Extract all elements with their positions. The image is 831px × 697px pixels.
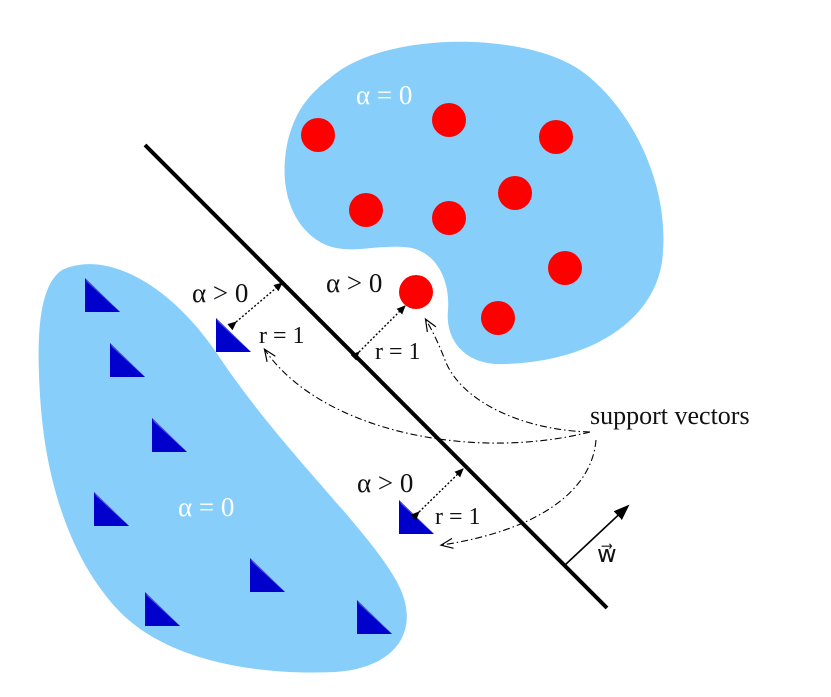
red-circle-icon — [498, 176, 532, 210]
support-vectors-label: support vectors — [590, 401, 750, 430]
blue-triangle-icon — [110, 343, 145, 377]
support-vector-triangle-icon — [216, 318, 251, 352]
blue-triangle-icon — [145, 592, 180, 626]
decision-boundary-line — [143, 143, 609, 610]
red-circle-icon — [432, 103, 466, 137]
red-circle-icon — [481, 301, 515, 335]
red-circle-icon — [539, 120, 573, 154]
red-circle-icon — [301, 118, 335, 152]
alpha-zero-bottom-label: α = 0 — [178, 492, 234, 522]
support-vector-circle-icon — [399, 275, 433, 309]
pointer-to-mid-circle — [426, 320, 591, 433]
blue-triangle-icon — [250, 558, 285, 592]
red-circle-icon — [548, 251, 582, 285]
support-vector-triangle-icon — [399, 500, 434, 534]
triangle-group — [85, 278, 434, 634]
pointer-to-bottom-triangle — [442, 439, 597, 545]
red-circle-icon — [432, 201, 466, 235]
circle-group — [301, 103, 582, 335]
margin-arrow-mid — [350, 305, 406, 361]
r-mid-label: r = 1 — [375, 339, 421, 365]
blue-triangle-icon — [85, 278, 120, 312]
alpha-zero-top-label: α = 0 — [356, 80, 412, 110]
red-circle-icon — [349, 193, 383, 227]
pointer-to-left-triangle — [265, 350, 591, 444]
region-top-right — [284, 41, 664, 365]
alpha-positive-bottom-label: α > 0 — [357, 468, 413, 498]
blue-triangle-icon — [357, 600, 392, 634]
w-vector-arrow — [564, 504, 630, 566]
r-left-label: r = 1 — [259, 323, 305, 349]
margin-arrows — [227, 282, 464, 521]
blue-triangle-icon — [152, 418, 187, 452]
alpha-positive-left-label: α > 0 — [192, 278, 248, 308]
r-bottom-label: r = 1 — [435, 504, 481, 530]
alpha-positive-mid-label: α > 0 — [326, 268, 382, 298]
w-vector-label: w⃗ — [597, 542, 617, 568]
blue-triangle-icon — [94, 492, 129, 526]
support-vector-pointers — [265, 320, 597, 545]
